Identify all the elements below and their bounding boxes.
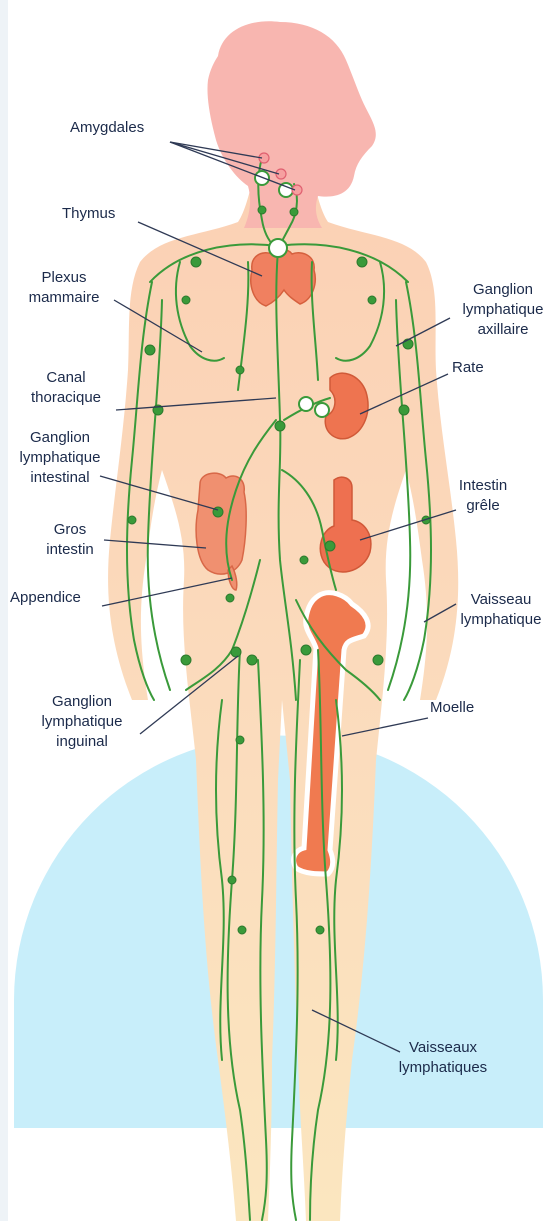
leader-amygdales-3: [169, 141, 296, 191]
vessel-abdomen-right-2: [281, 469, 337, 591]
organs: [195, 248, 372, 877]
left-edge-strip: [0, 0, 8, 1221]
tonsil-markers: [258, 152, 303, 196]
label-canal-thoracique: Canal thoracique: [30, 369, 102, 406]
lymph-node: [289, 207, 299, 217]
lymph-node: [225, 593, 235, 603]
vessel-chest-left: [174, 261, 225, 362]
lymph-node: [227, 875, 237, 885]
lymph-node: [235, 365, 245, 375]
label-appendice: Appendice: [10, 589, 81, 606]
vessel-left-leg: [226, 649, 251, 1221]
lymph-vessels: [126, 157, 432, 1221]
lymph-node: [315, 925, 325, 935]
vessel-right-arm: [403, 281, 432, 701]
label-moelle: Moelle: [430, 699, 475, 716]
vessel-left-leg-2: [257, 659, 268, 1221]
vessel-left-arm: [126, 281, 155, 701]
leader-ganglion-intestinal: [99, 475, 219, 511]
leader-inguinal: [139, 655, 239, 735]
body-outline: [108, 160, 459, 1221]
lymph-node-ring-thoracic: [268, 238, 288, 258]
vessel-chest-right-2: [310, 261, 319, 381]
vessel-right-leg-2: [290, 659, 301, 1221]
lymph-node: [246, 654, 258, 666]
lymph-node: [257, 205, 267, 215]
vessel-left-leg-3: [215, 699, 225, 1061]
lymph-node: [367, 295, 377, 305]
lymph-node: [230, 646, 242, 658]
label-ganglion-inguinal: Ganglion lymphatique inguinal: [41, 693, 123, 750]
leader-amygdales-1: [169, 141, 263, 159]
vessel-abdomen-left: [225, 419, 277, 581]
leader-canal: [115, 397, 277, 411]
background-arc: [14, 735, 543, 1128]
leader-intestin-grele: [359, 509, 457, 541]
tonsil-marker: [291, 184, 303, 196]
lymph-node: [235, 735, 245, 745]
lymph-node: [398, 404, 410, 416]
leader-amygdales-2: [169, 141, 280, 175]
lymph-node: [127, 515, 137, 525]
vessel-right-leg: [309, 649, 332, 1221]
vessel-thoracic-duct: [275, 249, 297, 701]
label-ganglion-intestinal: Ganglion lymphatique intestinal: [19, 429, 101, 486]
label-gros-intestin: Gros intestin: [46, 521, 94, 558]
label-vaisseaux-lymphatiques: Vaisseaux lymphatiques: [398, 1039, 488, 1076]
leader-appendice: [101, 577, 233, 607]
vessel-chest-right: [335, 261, 386, 362]
lymph-node: [299, 555, 309, 565]
lymph-node: [324, 540, 336, 552]
head: [207, 21, 376, 228]
label-amygdales: Amygdales: [70, 119, 145, 136]
lymph-node-ring-abdomen-1: [298, 396, 314, 412]
vessel-left-arm-2: [146, 299, 171, 691]
lymph-node: [237, 925, 247, 935]
leader-vaisseau: [423, 603, 457, 623]
lymph-node: [190, 256, 202, 268]
lymph-node: [356, 256, 368, 268]
large-intestine-organ: [195, 472, 247, 575]
label-rate: Rate: [452, 359, 484, 376]
leader-vaisseaux: [311, 1009, 401, 1053]
lymph-node-ring-abdomen-2: [314, 402, 330, 418]
label-plexus-mammaire: Plexus mammaire: [28, 269, 100, 306]
spleen-organ: [324, 372, 369, 440]
tonsil-marker: [275, 168, 287, 180]
leader-plexus: [113, 299, 203, 353]
body-silhouette: [108, 21, 459, 1221]
lymph-node: [180, 654, 192, 666]
vessel-right-arm-2: [387, 299, 412, 691]
leader-rate: [359, 373, 449, 415]
leader-gros-intestin: [103, 539, 207, 549]
lymph-node: [144, 344, 156, 356]
vessel-right-leg-3: [333, 699, 343, 1061]
leader-thymus: [137, 221, 263, 277]
label-intestin-grele: Intestin grêle: [458, 477, 508, 514]
bone-marrow-organ: [291, 590, 371, 877]
label-ganglion-axillaire: Ganglion lymphatique axillaire: [462, 281, 544, 338]
leader-moelle: [341, 717, 429, 737]
lymph-node: [372, 654, 384, 666]
label-thymus: Thymus: [62, 205, 116, 222]
lymph-nodes: [127, 170, 431, 935]
leader-axillaire: [395, 317, 451, 347]
label-vaisseau-lymphatique: Vaisseau lymphatique: [460, 591, 542, 628]
lymph-node: [181, 295, 191, 305]
leader-lines: [99, 141, 457, 1053]
vessel-pelvis-right: [295, 599, 381, 701]
lymph-node: [274, 420, 286, 432]
lymph-node: [300, 644, 312, 656]
